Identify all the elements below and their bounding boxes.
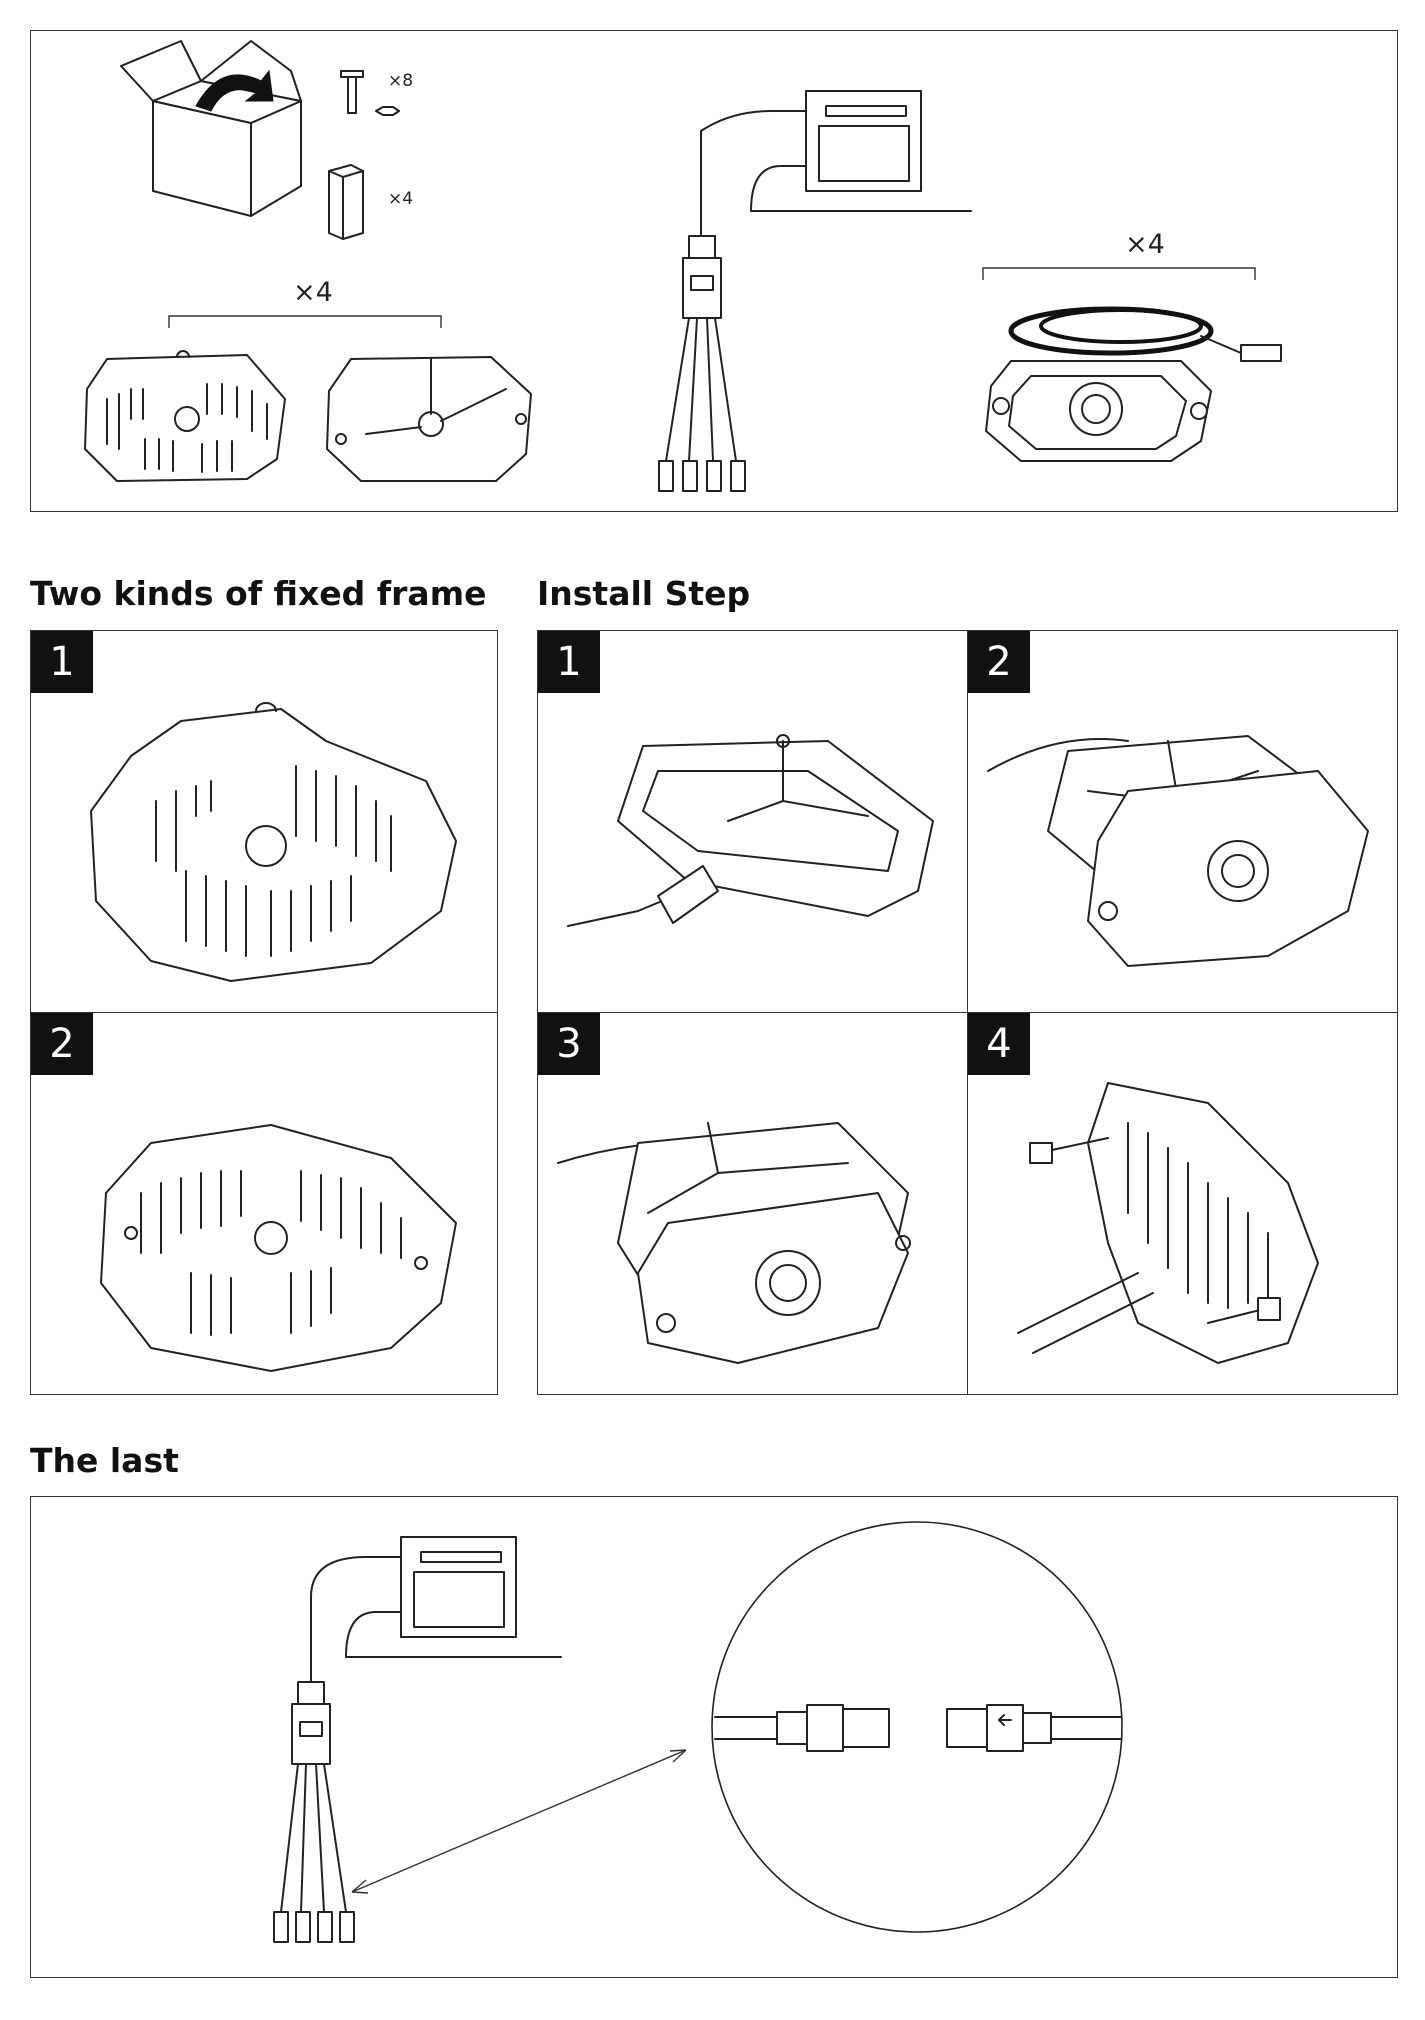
block-quantity: ×4 bbox=[388, 189, 414, 209]
final-connection-panel bbox=[30, 1496, 1398, 1978]
frame-type-2-drawing bbox=[100, 1124, 457, 1372]
step-number-badge: 3 bbox=[538, 1013, 600, 1075]
bolt-quantity: ×8 bbox=[388, 71, 414, 91]
install-step-2-cell: 2 bbox=[967, 630, 1398, 1013]
step-number-badge: 2 bbox=[31, 1013, 93, 1075]
spacer-block-icon bbox=[328, 164, 364, 240]
package-box-icon bbox=[120, 40, 302, 217]
install-step-3-cell: 3 bbox=[537, 1012, 968, 1395]
frames-section-title: Two kinds of fixed frame bbox=[30, 574, 487, 613]
frame-quantity: ×4 bbox=[293, 277, 333, 308]
controller-harness-final-icon bbox=[273, 1536, 562, 1943]
light-bracket bbox=[982, 267, 1256, 280]
install-step-3-drawing bbox=[557, 1122, 911, 1364]
frame-bracket bbox=[168, 315, 442, 328]
controller-harness-icon bbox=[658, 90, 972, 492]
frame-type-1-cell: 1 bbox=[30, 630, 498, 1013]
rock-light-icon bbox=[985, 306, 1282, 462]
mount-frame-clip-icon bbox=[326, 356, 532, 482]
last-section-title: The last bbox=[30, 1441, 179, 1480]
install-step-4-cell: 4 bbox=[967, 1012, 1398, 1395]
parts-panel: ×8 ×4 ×4 ×4 bbox=[30, 30, 1398, 512]
connection-arrow bbox=[351, 1749, 687, 1894]
install-step-1-cell: 1 bbox=[537, 630, 968, 1013]
step-number-badge: 2 bbox=[968, 631, 1030, 693]
bolt-and-nut-icon bbox=[340, 70, 400, 116]
frame-type-1-drawing bbox=[90, 702, 457, 982]
install-section-title: Install Step bbox=[537, 574, 751, 613]
step-number-badge: 4 bbox=[968, 1013, 1030, 1075]
frame-type-2-cell: 2 bbox=[30, 1012, 498, 1395]
connector-detail-circle bbox=[711, 1521, 1123, 1933]
step-number-badge: 1 bbox=[31, 631, 93, 693]
step-number-badge: 1 bbox=[538, 631, 600, 693]
light-quantity: ×4 bbox=[1125, 229, 1165, 260]
install-step-2-drawing bbox=[987, 735, 1369, 967]
install-step-1-drawing bbox=[567, 734, 934, 927]
mount-frame-vents-icon bbox=[84, 350, 286, 482]
install-step-4-drawing bbox=[1017, 1082, 1319, 1364]
